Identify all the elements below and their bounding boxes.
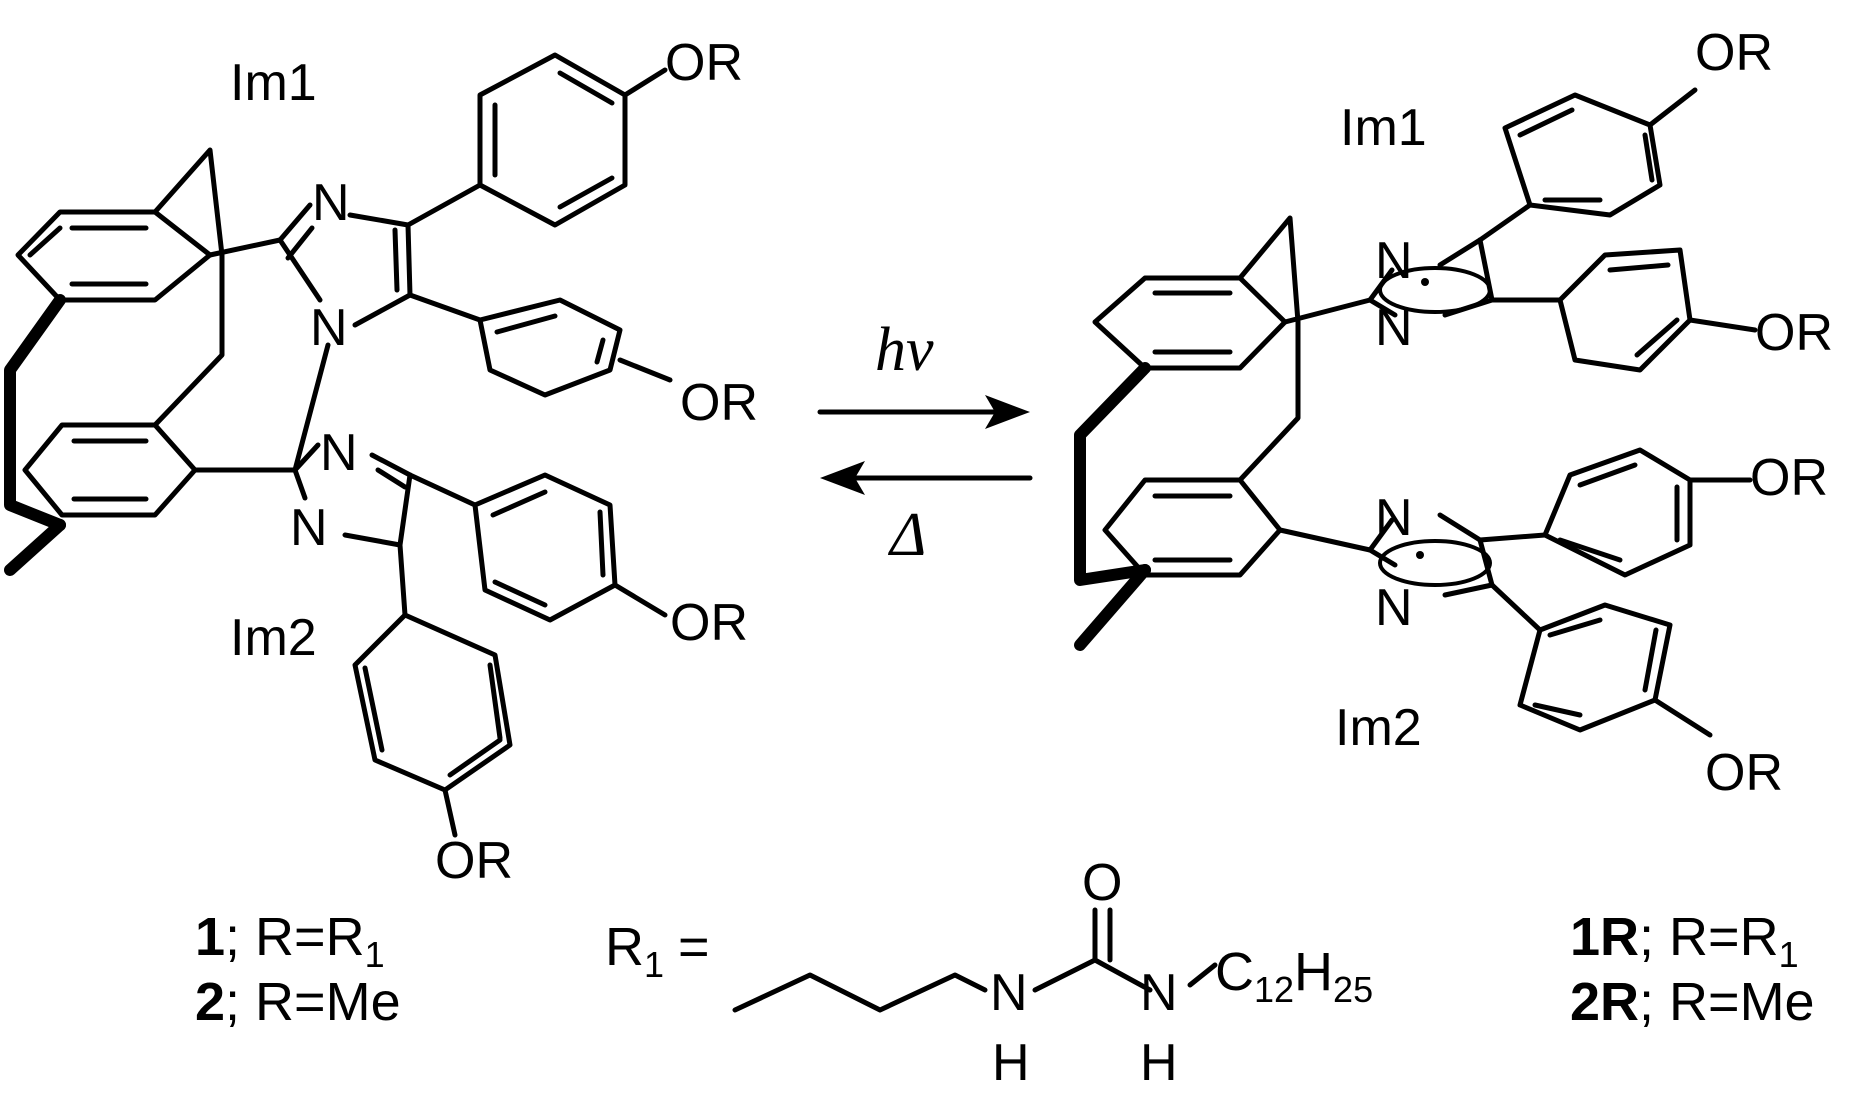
h-atom: H <box>992 1034 1030 1092</box>
upper-cyclophane-ring <box>15 209 213 303</box>
or-group: OR <box>1695 24 1773 82</box>
compound-2-caption: 2; R=Me <box>195 972 401 1032</box>
n-atom: N <box>1375 232 1413 290</box>
im2-label-right: Im2 <box>1335 699 1422 757</box>
reverse-arrowhead <box>820 461 865 495</box>
im1-aryl-bottom <box>407 292 673 398</box>
or-group: OR <box>1750 449 1828 507</box>
im1-imidazole <box>207 202 413 328</box>
or-group: OR <box>435 832 513 890</box>
n-atom: N <box>1140 964 1178 1022</box>
forward-arrowhead <box>985 395 1030 429</box>
n-atom: N <box>990 964 1028 1022</box>
n-atom: N <box>290 499 328 557</box>
im1-aryl-top <box>405 52 668 228</box>
equilibrium-arrows: hν Δ <box>817 316 1033 569</box>
o-atom: O <box>1082 854 1122 912</box>
or-group: OR <box>680 374 758 432</box>
im1-radical <box>1282 87 1758 373</box>
im2-radical <box>1277 447 1753 738</box>
n-atom: N <box>1375 489 1413 547</box>
im2-aryl-down <box>352 542 513 838</box>
dodecyl-chain: C12H25 <box>1215 942 1373 1010</box>
im1-label-left: Im1 <box>230 54 317 112</box>
or-group: OR <box>1705 744 1783 802</box>
left-captions: 1; R=R1 2; R=Me <box>195 907 401 1032</box>
radical-dot <box>1416 551 1424 559</box>
r1-lhs: R1= <box>605 917 710 985</box>
compound-1r-caption: 1R; R=R1 <box>1570 907 1799 975</box>
compound-2r-caption: 2R; R=Me <box>1570 972 1815 1032</box>
r1-definition: R1= N H O N H C12H25 <box>605 854 1373 1092</box>
or-group: OR <box>670 594 748 652</box>
radical-orbital <box>1378 266 1492 314</box>
radical-dot <box>1421 278 1429 286</box>
n-atom: N <box>320 424 358 482</box>
left-molecule: Im1 N N OR OR N N OR Im2 OR <box>4 34 758 890</box>
hv-label: hν <box>875 316 934 384</box>
lower-cyclophane-ring <box>22 422 198 518</box>
im2-imidazole <box>192 442 413 548</box>
im2-label-left: Im2 <box>230 609 317 667</box>
n-atom: N <box>310 299 348 357</box>
right-molecule: Im1 N N OR OR N N OR Im2 OR <box>1074 24 1833 802</box>
n-atom: N <box>312 174 350 232</box>
n-atom: N <box>1375 299 1413 357</box>
delta-label: Δ <box>887 501 926 569</box>
right-captions: 1R; R=R1 2R; R=Me <box>1570 907 1815 1032</box>
lower-cyclophane-ring-right <box>1102 477 1283 578</box>
n-atom: N <box>1375 579 1413 637</box>
compound-1-caption: 1; R=R1 <box>195 907 385 975</box>
upper-cyclophane-ring-right <box>1092 275 1288 371</box>
radical-orbital <box>1378 539 1492 587</box>
or-group: OR <box>665 34 743 92</box>
or-group: OR <box>1755 304 1833 362</box>
h-atom: H <box>1140 1034 1178 1092</box>
im1-label-right: Im1 <box>1340 99 1427 157</box>
im2-aryl-right <box>407 472 668 623</box>
